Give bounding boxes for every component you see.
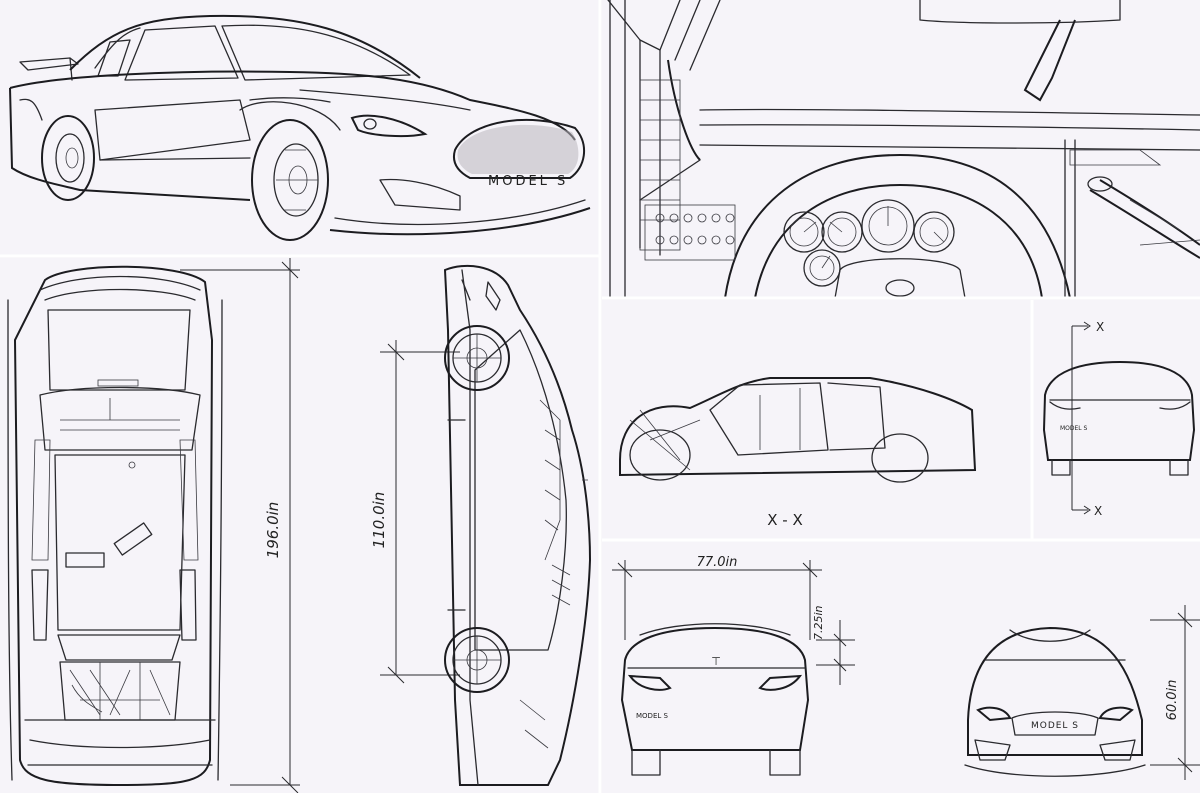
side-view: 110.0in xyxy=(300,258,600,793)
gauge-cluster xyxy=(783,199,955,287)
cut-label-bottom: X xyxy=(1094,504,1102,518)
front-badge-text: MODEL S xyxy=(488,174,568,189)
rear-cut-view: X X MODEL S xyxy=(1032,300,1200,540)
top-view: 196.0in xyxy=(0,258,305,793)
rear-view: 77.0in 7.25in ⊤ MODEL S xyxy=(602,540,945,793)
switch-panel xyxy=(644,204,736,261)
perspective-car-view: MODEL S xyxy=(0,0,600,255)
front-ortho-view: 60.0in MODEL S xyxy=(862,540,1200,793)
width-dimension-label: 77.0in xyxy=(697,555,738,570)
rear-cut-badge: MODEL S xyxy=(1060,425,1088,432)
front-ortho-badge: MODEL S xyxy=(1031,721,1079,731)
svg-text:⊤: ⊤ xyxy=(711,655,721,668)
cockpit-interior-view xyxy=(602,0,1200,299)
height-dimension-label: 60.0in xyxy=(1165,680,1180,721)
length-dimension-label: 196.0in xyxy=(264,502,282,559)
cut-label-top: X xyxy=(1096,320,1104,334)
spoiler-dimension-label: 7.25in xyxy=(812,605,825,640)
wheelbase-dimension-label: 110.0in xyxy=(370,492,388,549)
rear-badge-text: MODEL S xyxy=(636,712,668,720)
section-label: X - X xyxy=(767,511,803,529)
section-view: X - X xyxy=(602,300,1032,540)
